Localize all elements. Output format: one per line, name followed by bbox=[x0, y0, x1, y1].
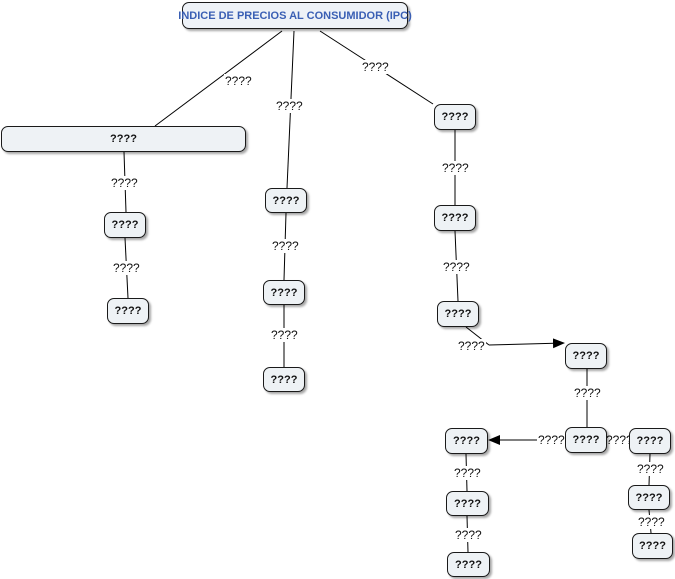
concept-node[interactable]: ???? bbox=[1, 126, 246, 152]
link-label: ???? bbox=[224, 74, 253, 88]
link-label: ???? bbox=[457, 339, 486, 353]
link-label: ???? bbox=[110, 176, 139, 190]
concept-node[interactable]: ???? bbox=[565, 427, 607, 453]
concept-node[interactable]: ???? bbox=[434, 104, 476, 130]
concept-node[interactable]: ???? bbox=[265, 188, 307, 213]
link-label: ???? bbox=[361, 60, 390, 74]
concept-node[interactable]: ???? bbox=[107, 298, 149, 324]
link-label: ???? bbox=[454, 528, 483, 542]
link-label: ???? bbox=[270, 328, 299, 342]
concept-node[interactable]: ???? bbox=[445, 428, 488, 454]
link-label: ???? bbox=[636, 462, 665, 476]
concept-node[interactable]: ???? bbox=[104, 212, 146, 238]
link-label: ???? bbox=[453, 466, 482, 480]
link-root-a bbox=[154, 30, 283, 127]
link-c3-d1-arrow bbox=[488, 338, 565, 349]
concept-node[interactable]: ???? bbox=[437, 301, 479, 327]
concept-node[interactable]: ???? bbox=[628, 485, 670, 510]
concept-node[interactable]: ???? bbox=[434, 205, 476, 231]
concept-node[interactable]: ???? bbox=[263, 280, 305, 305]
link-label: ???? bbox=[271, 239, 300, 253]
concept-node[interactable]: ???? bbox=[565, 343, 607, 369]
concept-node[interactable]: ???? bbox=[447, 552, 490, 577]
link-label: ???? bbox=[442, 260, 471, 274]
link-label: ???? bbox=[112, 261, 141, 275]
link-label: ???? bbox=[605, 433, 634, 447]
link-label: ???? bbox=[275, 99, 304, 113]
link-label: ???? bbox=[573, 386, 602, 400]
concept-node[interactable]: ???? bbox=[263, 367, 305, 392]
concept-node[interactable]: ???? bbox=[629, 428, 671, 454]
link-label: ???? bbox=[441, 161, 470, 175]
link-label: ???? bbox=[537, 433, 566, 447]
concept-node[interactable]: ???? bbox=[632, 533, 673, 559]
root-concept-node[interactable]: INDICE DE PRECIOS AL CONSUMIDOR (IPC) bbox=[178, 2, 412, 29]
link-label: ???? bbox=[637, 515, 666, 529]
concept-node[interactable]: ???? bbox=[446, 491, 489, 516]
